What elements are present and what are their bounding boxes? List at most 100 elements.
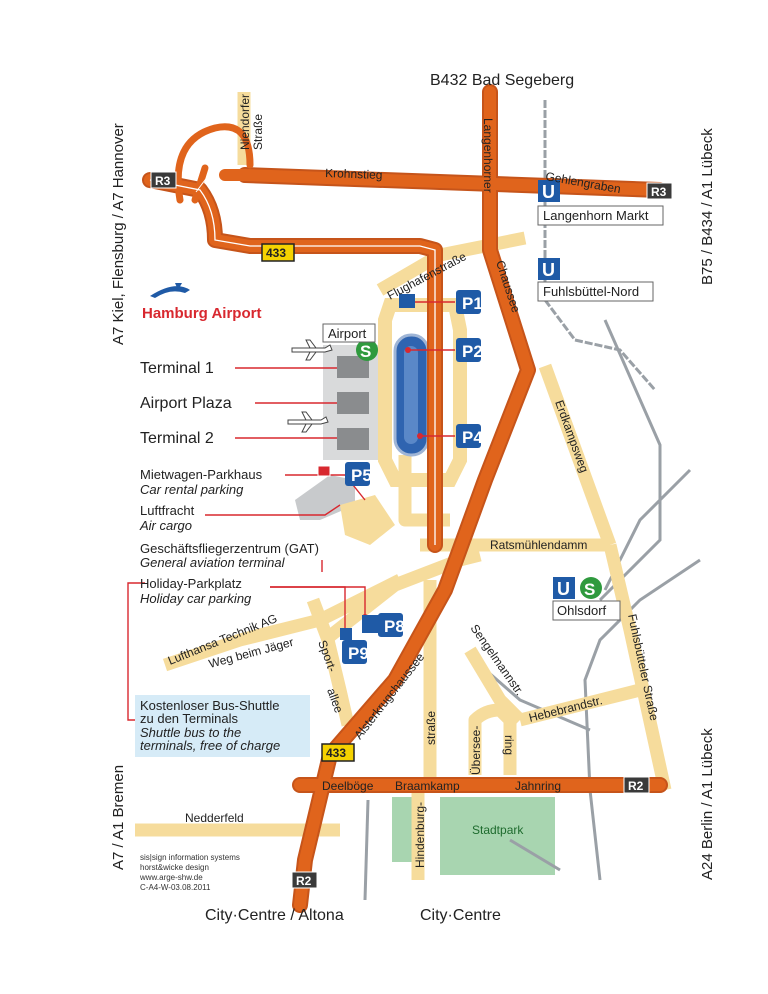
label-luftfracht: Luftfracht bbox=[140, 503, 195, 518]
parking-p2-badge: P2 bbox=[456, 338, 483, 362]
parking-p5-badge: P5 bbox=[345, 462, 372, 486]
u-ohlsdorf-icon: U bbox=[553, 577, 575, 599]
shuttle-line-1: Kostenloser Bus-Shuttle bbox=[140, 698, 279, 713]
shuttle-line-2: zu den Terminals bbox=[140, 711, 239, 726]
svg-text:P2: P2 bbox=[462, 342, 483, 361]
svg-text:P4: P4 bbox=[462, 428, 483, 447]
parking-p9-badge: P9 bbox=[342, 640, 369, 664]
edge-right-top: B75 / B434 / A1 Lübeck bbox=[699, 128, 716, 285]
shield-r2-bottom: R2 bbox=[291, 871, 318, 889]
shuttle-line-4: terminals, free of charge bbox=[140, 738, 280, 753]
fuhlsbuettel-box bbox=[537, 281, 654, 302]
svg-text:P5: P5 bbox=[351, 466, 372, 485]
edge-top: B432 Bad Segeberg bbox=[430, 72, 574, 89]
parking-p8-badge: P8 bbox=[378, 613, 405, 637]
parking-badges: P1 P2 P4 P5 P8 P9 bbox=[340, 290, 483, 664]
road-jahnring: Jahnring bbox=[515, 779, 561, 793]
road-krohnstieg: Krohnstieg bbox=[325, 166, 383, 182]
shuttle-line-3: Shuttle bus to the bbox=[140, 725, 241, 740]
u-fuhlsbuettel-icon: U bbox=[538, 258, 560, 280]
station-airport: Airport bbox=[328, 326, 367, 341]
road-niendorfer: Niendorfer bbox=[238, 94, 252, 150]
shield-433-bottom: 433 bbox=[321, 743, 355, 762]
credit-line-3: www.arge-shw.de bbox=[139, 873, 203, 882]
u-langenhorn-icon: U bbox=[538, 180, 560, 202]
road-niendorfer-strasse: Straße bbox=[251, 114, 265, 150]
svg-text:R3: R3 bbox=[155, 174, 171, 188]
label-gat-en: General aviation terminal bbox=[140, 555, 286, 570]
airplane-logo-icon bbox=[150, 286, 190, 298]
label-stadtpark: Stadtpark bbox=[472, 823, 524, 837]
airplane-icon bbox=[287, 411, 329, 433]
svg-text:P9: P9 bbox=[348, 644, 369, 663]
road-ring: ring bbox=[502, 735, 516, 755]
edge-bottom-center: City·Centre bbox=[420, 907, 501, 924]
ohlsdorf-box bbox=[552, 600, 621, 621]
edge-right-bottom: A24 Berlin / A1 Lübeck bbox=[699, 728, 716, 880]
s-airport-icon: S bbox=[356, 339, 378, 361]
svg-text:433: 433 bbox=[326, 746, 346, 760]
parking-p1-badge: P1 bbox=[456, 290, 483, 314]
svg-text:S: S bbox=[360, 342, 371, 361]
svg-text:U: U bbox=[542, 260, 555, 280]
road-deelboege: Deelböge bbox=[322, 779, 374, 793]
shield-r2-right: R2 bbox=[623, 776, 650, 794]
svg-text:R2: R2 bbox=[296, 874, 312, 888]
road-langenhorner: Langenhorner bbox=[481, 118, 495, 193]
airplane-icon bbox=[291, 339, 333, 361]
shield-r3-right: R3 bbox=[646, 182, 673, 200]
svg-text:R2: R2 bbox=[628, 779, 644, 793]
parking-p8-lot bbox=[362, 615, 380, 633]
label-mietwagen: Mietwagen-Parkhaus bbox=[140, 467, 263, 482]
edge-bottom-left: City·Centre / Altona bbox=[205, 907, 344, 924]
shield-r3-left: R3 bbox=[150, 171, 177, 189]
svg-text:P1: P1 bbox=[462, 294, 483, 313]
parking-p4-badge: P4 bbox=[456, 424, 483, 448]
leader-lines bbox=[127, 301, 455, 721]
label-terminal-1: Terminal 1 bbox=[140, 360, 214, 377]
stadtpark-area bbox=[440, 797, 555, 875]
shuttle-info-box bbox=[135, 695, 310, 757]
road-uebersee: Übersee- bbox=[469, 726, 483, 775]
label-gat: Geschäftsfliegerzentrum (GAT) bbox=[140, 541, 319, 556]
svg-text:U: U bbox=[557, 579, 570, 599]
station-langenhorn-markt: Langenhorn Markt bbox=[543, 208, 649, 223]
minor-roads bbox=[135, 92, 672, 880]
svg-text:P8: P8 bbox=[384, 617, 405, 636]
svg-text:U: U bbox=[542, 182, 555, 202]
credit-line-2: horst&wicke design bbox=[140, 863, 209, 872]
terminal-buildings bbox=[317, 356, 369, 477]
station-ohlsdorf: Ohlsdorf bbox=[557, 603, 607, 618]
svg-text:S: S bbox=[584, 580, 595, 599]
label-terminal-2: Terminal 2 bbox=[140, 430, 214, 447]
road-erdkampsweg: Erdkampsweg bbox=[552, 398, 591, 474]
parking-p9-lot bbox=[340, 628, 352, 640]
svg-text:433: 433 bbox=[266, 246, 286, 260]
label-airport-plaza: Airport Plaza bbox=[140, 395, 232, 412]
hamburg-airport-logo: Hamburg Airport bbox=[142, 283, 261, 322]
s-ohlsdorf-icon: S bbox=[580, 577, 602, 599]
road-braamkamp: Braamkamp bbox=[395, 779, 460, 793]
langenhorn-box bbox=[537, 205, 664, 226]
airport-station-box bbox=[322, 323, 376, 343]
gat-marker bbox=[317, 465, 331, 477]
station-fuhlsbuettel-nord: Fuhlsbüttel-Nord bbox=[543, 284, 639, 299]
edge-left-bottom: A7 / A1 Bremen bbox=[110, 765, 127, 870]
edge-left-top: A7 Kiel, Flensburg / A7 Hannover bbox=[110, 123, 127, 345]
credit-line-1: sis|sign information systems bbox=[140, 853, 240, 862]
road-ratsmuehlendamm: Ratsmühlendamm bbox=[490, 538, 587, 552]
label-holiday-en: Holiday car parking bbox=[140, 591, 252, 606]
parking-p1-building bbox=[399, 294, 415, 308]
road-hindenburg: Hindenburg- bbox=[413, 802, 427, 868]
label-air-cargo: Air cargo bbox=[139, 518, 192, 533]
label-holiday: Holiday-Parkplatz bbox=[140, 576, 242, 591]
credit-line-4: C-A4-W-03.08.2011 bbox=[140, 883, 211, 892]
aircraft-icons bbox=[287, 339, 333, 433]
b433-median bbox=[149, 179, 436, 545]
label-car-rental: Car rental parking bbox=[140, 482, 244, 497]
svg-text:R3: R3 bbox=[651, 185, 667, 199]
shield-433-top: 433 bbox=[261, 243, 295, 262]
road-strasse: straße bbox=[424, 711, 438, 745]
road-nedderfeld: Nedderfeld bbox=[185, 811, 244, 825]
